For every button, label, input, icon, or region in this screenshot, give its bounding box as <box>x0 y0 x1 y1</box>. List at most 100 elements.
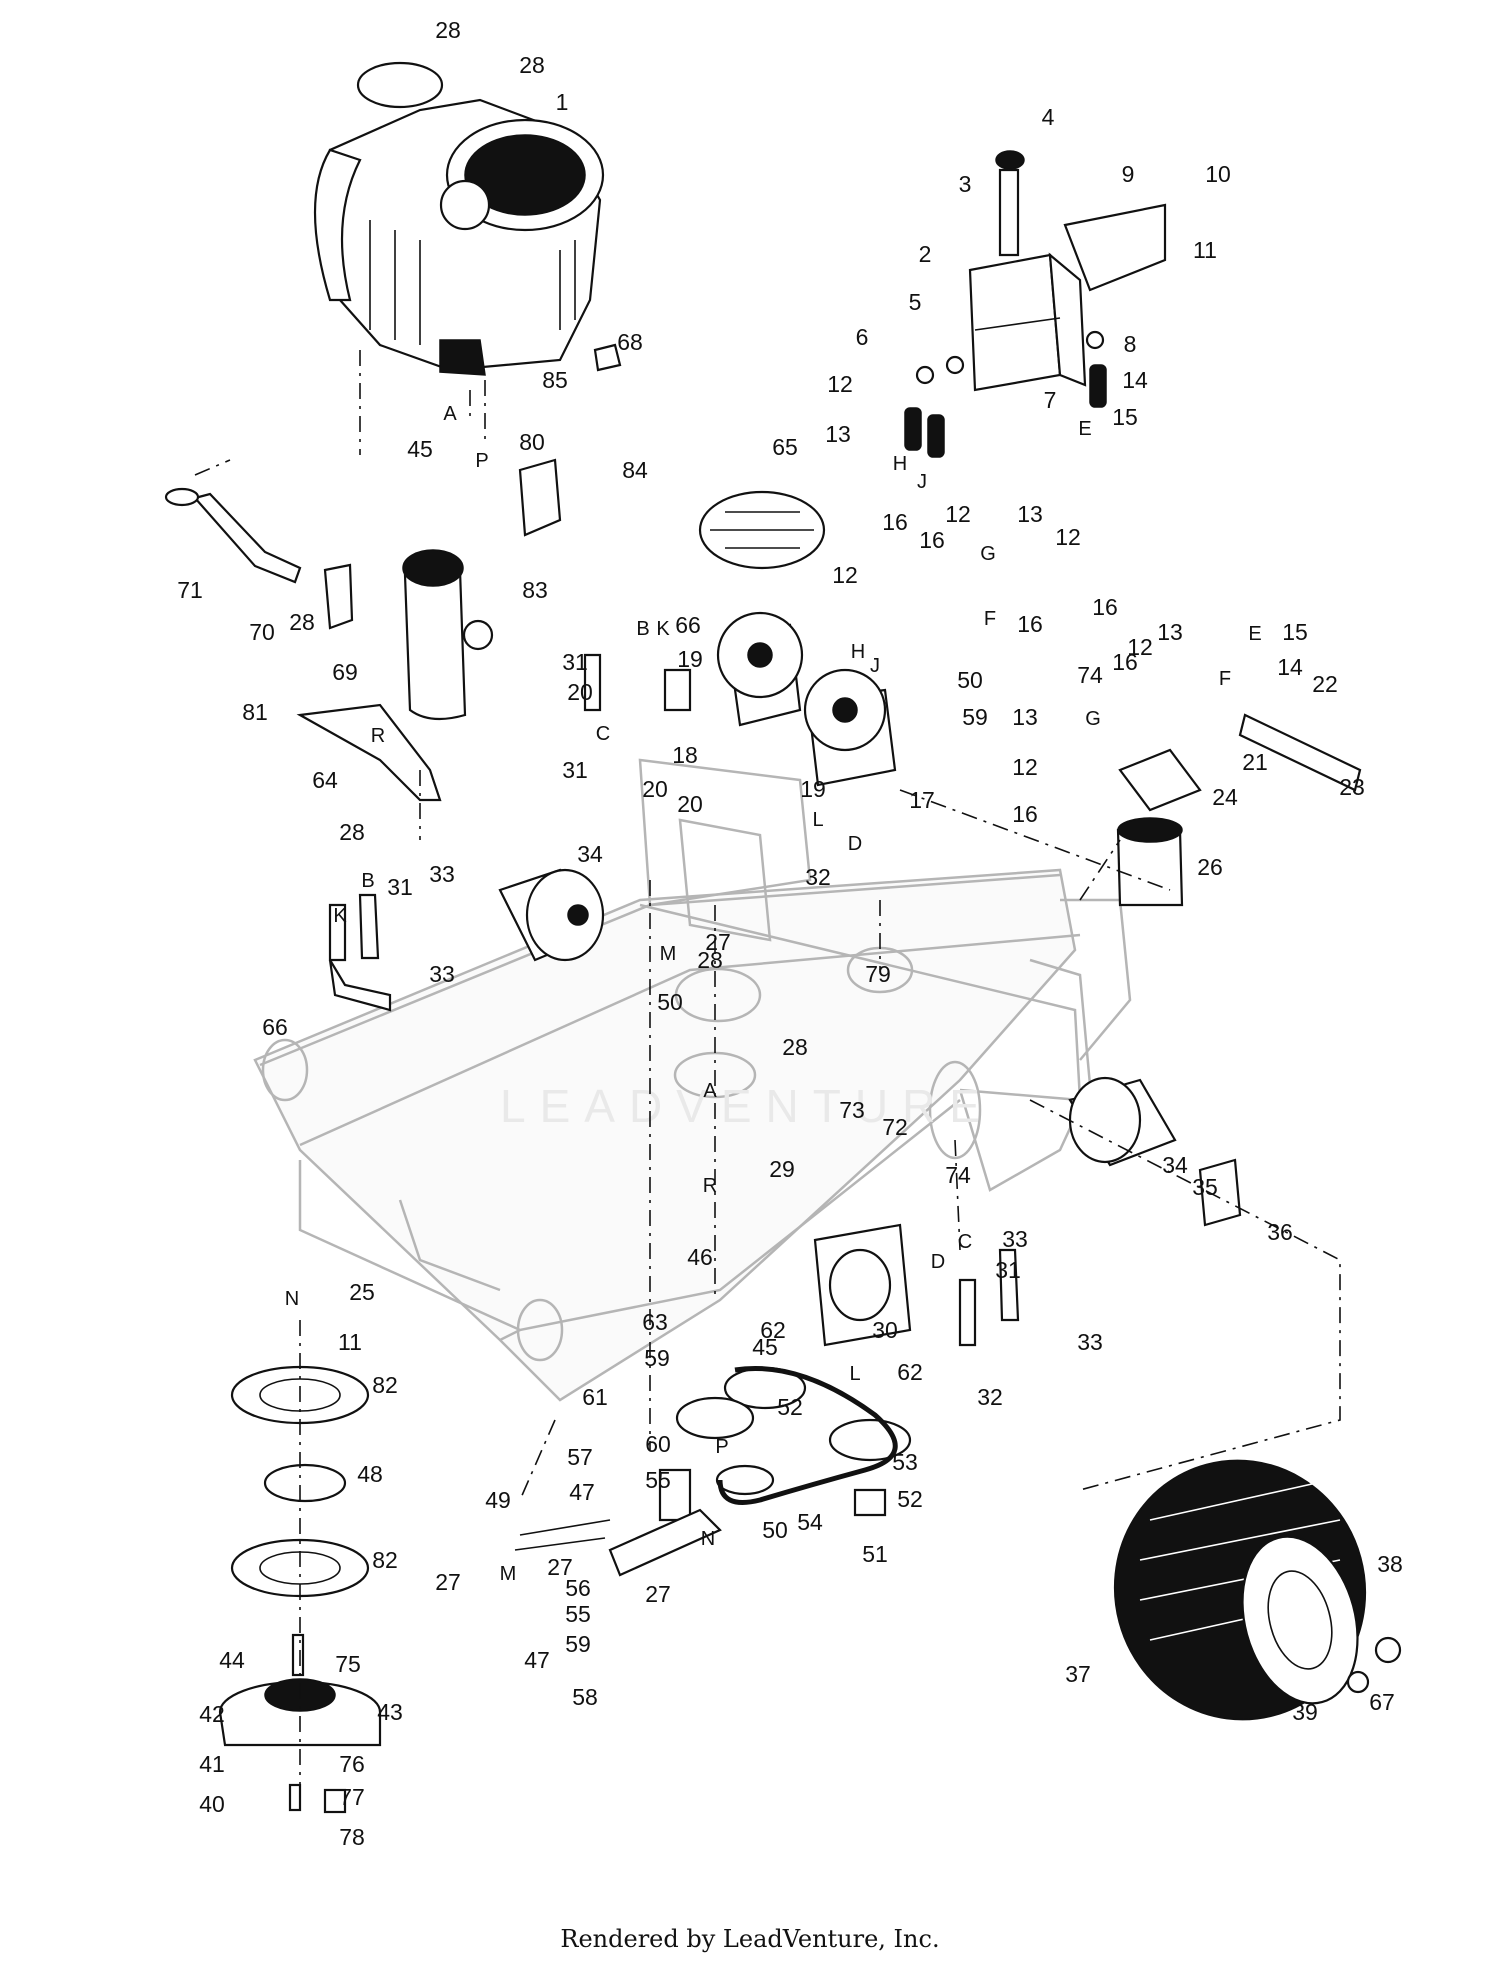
callout-15: 15 <box>1112 404 1138 430</box>
callout-31: 31 <box>562 649 588 675</box>
callout-25: 25 <box>349 1279 375 1305</box>
callout-22: 22 <box>1312 671 1338 697</box>
callout-39: 39 <box>1292 1699 1318 1725</box>
callout-16: 16 <box>1012 801 1038 827</box>
callout-29: 29 <box>769 1156 795 1182</box>
connection-letter-D: D <box>848 833 862 855</box>
callout-13: 13 <box>1157 619 1183 645</box>
callout-74: 74 <box>945 1162 971 1188</box>
connection-letter-R: R <box>703 1175 717 1197</box>
callout-18: 18 <box>672 742 698 768</box>
callout-17: 17 <box>909 787 935 813</box>
callout-43: 43 <box>377 1699 403 1725</box>
callout-76: 76 <box>339 1751 365 1777</box>
reservoir-fittings <box>904 330 1107 458</box>
callout-15: 15 <box>1282 619 1308 645</box>
callout-54: 54 <box>797 1509 823 1535</box>
callout-58: 58 <box>572 1684 598 1710</box>
callout-33: 33 <box>429 961 455 987</box>
connection-letter-E: E <box>1078 418 1091 440</box>
callout-67: 67 <box>1369 1689 1395 1715</box>
callout-35: 35 <box>1192 1174 1218 1200</box>
callout-82: 82 <box>372 1372 398 1398</box>
callout-8: 8 <box>1124 331 1137 357</box>
callout-52: 52 <box>897 1486 923 1512</box>
callout-57: 57 <box>567 1444 593 1470</box>
callout-50: 50 <box>657 989 683 1015</box>
callout-83: 83 <box>522 577 548 603</box>
filter-assembly <box>1116 713 1362 907</box>
callout-12: 12 <box>1012 754 1038 780</box>
callout-28: 28 <box>339 819 365 845</box>
connection-letter-M: M <box>500 1563 517 1585</box>
hydrostatic-pumps <box>583 490 897 787</box>
connection-letter-H: H <box>851 641 865 663</box>
callout-36: 36 <box>1267 1219 1293 1245</box>
callout-56: 56 <box>565 1575 591 1601</box>
connection-letter-L: L <box>812 809 823 831</box>
callout-64: 64 <box>312 767 338 793</box>
callout-28: 28 <box>519 52 545 78</box>
callout-26: 26 <box>1197 854 1223 880</box>
callout-85: 85 <box>542 367 568 393</box>
connection-letter-A: A <box>443 403 457 425</box>
callout-61: 61 <box>582 1384 608 1410</box>
callout-59: 59 <box>962 704 988 730</box>
hydraulic-reservoir <box>968 150 1167 392</box>
callout-2: 2 <box>919 241 932 267</box>
callout-10: 10 <box>1205 161 1231 187</box>
callout-6: 6 <box>856 324 869 350</box>
callout-66: 66 <box>675 612 701 638</box>
callout-80: 80 <box>519 429 545 455</box>
connection-letter-C: C <box>596 723 610 745</box>
callout-3: 3 <box>959 171 972 197</box>
chassis-frame: LEADVENTURE <box>253 758 1132 1402</box>
callout-74: 74 <box>1077 662 1103 688</box>
connection-letter-P: P <box>475 450 488 472</box>
connection-letter-D: D <box>931 1251 945 1273</box>
connection-letter-H: H <box>893 453 907 475</box>
callout-7: 7 <box>1044 387 1057 413</box>
connection-letter-L: L <box>849 1363 860 1385</box>
callout-44: 44 <box>219 1647 245 1673</box>
callout-33: 33 <box>1077 1329 1103 1355</box>
callout-12: 12 <box>832 562 858 588</box>
connection-letter-J: J <box>870 655 880 677</box>
callout-19: 19 <box>800 776 826 802</box>
callout-81: 81 <box>242 699 268 725</box>
connection-letter-N: N <box>701 1528 715 1550</box>
connection-letter-E: E <box>1248 623 1261 645</box>
callout-72: 72 <box>882 1114 908 1140</box>
callout-32: 32 <box>977 1384 1003 1410</box>
callout-33: 33 <box>1002 1226 1028 1252</box>
callout-14: 14 <box>1277 654 1303 680</box>
callout-33: 33 <box>429 861 455 887</box>
right-wheel-motor <box>958 1076 1242 1347</box>
callout-55: 55 <box>565 1601 591 1627</box>
callout-34: 34 <box>577 841 603 867</box>
callout-47: 47 <box>569 1479 595 1505</box>
callout-82: 82 <box>372 1547 398 1573</box>
callout-70: 70 <box>249 619 275 645</box>
callout-9: 9 <box>1122 161 1135 187</box>
callout-37: 37 <box>1065 1661 1091 1687</box>
callout-84: 84 <box>622 457 648 483</box>
callout-28: 28 <box>289 609 315 635</box>
connection-letter-K: K <box>333 905 347 927</box>
callout-13: 13 <box>1017 501 1043 527</box>
callout-65: 65 <box>772 434 798 460</box>
callout-73: 73 <box>839 1097 865 1123</box>
callout-20: 20 <box>677 791 703 817</box>
callout-28: 28 <box>697 947 723 973</box>
callout-12: 12 <box>1055 524 1081 550</box>
connection-letter-J: J <box>917 471 927 493</box>
callout-16: 16 <box>1112 649 1138 675</box>
callout-47: 47 <box>524 1647 550 1673</box>
callout-32: 32 <box>805 864 831 890</box>
callout-59: 59 <box>644 1345 670 1371</box>
render-credit: Rendered by LeadVenture, Inc. <box>560 1925 940 1953</box>
callout-14: 14 <box>1122 367 1148 393</box>
